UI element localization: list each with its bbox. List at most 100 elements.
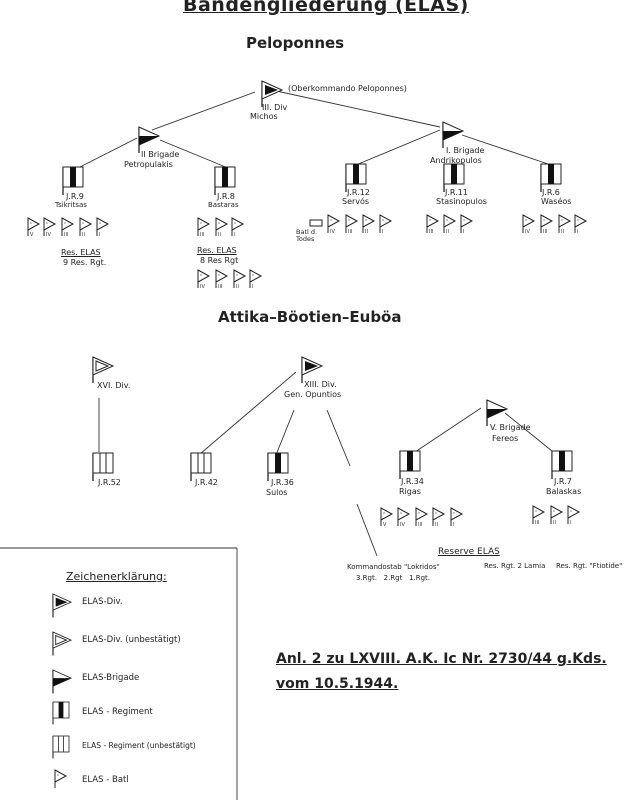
jr12-battalion-flag-icon xyxy=(327,214,341,233)
reserve-elas-heading: Reserve ELAS xyxy=(438,547,500,557)
jr8-battalion-flag-icon xyxy=(231,217,245,236)
jr36-label: J.R.36 xyxy=(271,478,294,487)
jr9-battalion-flag-icon xyxy=(43,217,57,236)
brigade-2-commander: Petropulakis xyxy=(124,160,173,169)
reserve8-battalion-numeral: IV xyxy=(200,284,205,290)
jr7-commander: Balaskas xyxy=(546,487,582,496)
jr7-battalion-flag-icon xyxy=(532,505,546,524)
jr8-battalion-numeral: III xyxy=(200,232,204,238)
jr12-battalion-flag-icon xyxy=(345,214,359,233)
jr12-battalion-numeral: II xyxy=(365,229,368,235)
legend-division-unconfirmed-icon xyxy=(52,631,73,656)
regiment-flag-icon xyxy=(540,163,562,192)
legend-item-div: ELAS-Div. xyxy=(82,597,123,607)
jr7-battalion-flag-icon xyxy=(567,505,581,524)
reserve-8-unit: 8 Res Rgt xyxy=(200,256,239,265)
brigade-1-commander: Andrikopulos xyxy=(430,156,482,165)
jr34-battalion-numeral: IV xyxy=(400,522,405,528)
connector-line xyxy=(414,407,482,453)
brigade-5-label: V. Brigade xyxy=(490,423,531,432)
reserve8-battalion-flag-icon xyxy=(197,269,211,288)
legend-title: Zeichenerklärung: xyxy=(66,570,167,583)
battalion-of-death-icon xyxy=(309,219,323,227)
regiment-flag-icon xyxy=(399,450,421,479)
jr11-battalion-numeral: I xyxy=(463,229,464,235)
jr34-battalion-numeral: I xyxy=(453,522,454,528)
division-unconfirmed-flag-icon xyxy=(92,356,115,383)
legend-item-regiment-unconfirmed: ELAS - Regiment (unbestätigt) xyxy=(82,741,196,750)
regiment-unconfirmed-flag-icon xyxy=(190,452,212,481)
legend-item-battalion: ELAS - Batl xyxy=(82,775,129,785)
jr12-battalion-numeral: IV xyxy=(330,229,335,235)
connector-line xyxy=(151,91,256,131)
div-3-commander: Michos xyxy=(250,112,278,121)
reserve8-battalion-numeral: I xyxy=(252,284,253,290)
div-16-label: XVI. Div. xyxy=(97,381,131,390)
jr6-battalion-numeral: I xyxy=(577,229,578,235)
jr9-label: J.R.9 xyxy=(66,192,84,201)
jr34-battalion-flag-icon xyxy=(397,507,411,526)
brigade-flag-icon xyxy=(138,126,161,153)
connector-line xyxy=(199,371,297,455)
jr9-commander: Tsikritsas xyxy=(55,201,87,209)
div-13-label: XIII. Div. xyxy=(304,380,337,389)
jr11-commander: Stasinopulos xyxy=(436,197,487,206)
jr6-battalion-flag-icon xyxy=(574,214,588,233)
jr8-commander: Bastaras xyxy=(208,201,239,209)
jr11-battalion-flag-icon xyxy=(426,214,440,233)
jr11-battalion-numeral: III xyxy=(429,229,433,235)
jr6-battalion-flag-icon xyxy=(540,214,554,233)
reference-line-2: vom 10.5.1944. xyxy=(276,676,399,692)
connector-line xyxy=(504,412,553,452)
jr12-battalion-numeral: III xyxy=(348,229,352,235)
connector-line xyxy=(461,134,552,166)
regiment-flag-icon xyxy=(345,163,367,192)
jr6-battalion-flag-icon xyxy=(522,214,536,233)
legend-item-brigade: ELAS-Brigade xyxy=(82,673,140,683)
jr6-battalion-numeral: IV xyxy=(525,229,530,235)
brigade-5-commander: Fereos xyxy=(492,434,519,443)
jr9-battalion-flag-icon xyxy=(79,217,93,236)
jr42-label: J.R.42 xyxy=(195,478,218,487)
jr12-label: J.R.12 xyxy=(347,188,370,197)
jr34-battalion-flag-icon xyxy=(432,507,446,526)
legend-item-regiment: ELAS - Regiment xyxy=(82,707,153,717)
document-title: Bandengliederung (ELAS) xyxy=(183,0,469,16)
jr34-commander: Rigas xyxy=(399,487,421,496)
jr34-battalion-numeral: II xyxy=(435,522,438,528)
legend-item-div-unconfirmed: ELAS-Div. (unbestätigt) xyxy=(82,635,181,645)
div-13-commander: Gen. Opuntios xyxy=(284,390,342,399)
jr34-battalion-flag-icon xyxy=(380,507,394,526)
legend-regiment-unconfirmed-icon xyxy=(52,735,70,759)
kommandostab-label: Kommandostab "Lokridos" xyxy=(347,563,440,571)
jr7-battalion-numeral: I xyxy=(570,520,571,526)
jr7-battalion-flag-icon xyxy=(550,505,564,524)
jr9-battalion-numeral: II xyxy=(82,232,85,238)
jr11-label: J.R.11 xyxy=(445,188,468,197)
division-flag-icon xyxy=(261,80,284,107)
jr36-commander: Sulos xyxy=(266,488,288,497)
kommandostab-units: 3.Rgt. 2.Rgt 1.Rgt. xyxy=(356,574,430,582)
reserve-ftiotide: Res. Rgt. "Ftiotide" xyxy=(556,562,623,570)
jr9-battalion-numeral: V xyxy=(30,232,34,238)
reserve-lamia: Res. Rgt. 2 Lamia xyxy=(484,562,546,570)
connector-line xyxy=(77,137,138,169)
jr8-battalion-flag-icon xyxy=(197,217,211,236)
jr6-battalion-flag-icon xyxy=(558,214,572,233)
section-heading-peloponnes: Peloponnes xyxy=(246,34,345,52)
legend-brigade-icon xyxy=(52,669,73,694)
div-3-label: III. Div xyxy=(262,103,288,112)
regiment-flag-icon xyxy=(551,450,573,479)
jr6-commander: Waséos xyxy=(541,197,572,206)
jr34-label: J.R.34 xyxy=(401,477,424,486)
jr34-battalion-numeral: V xyxy=(383,522,387,528)
jr6-battalion-numeral: III xyxy=(543,229,547,235)
connector-line xyxy=(271,89,441,128)
brigade-flag-icon xyxy=(442,121,465,148)
regiment-flag-icon xyxy=(62,166,84,195)
section-heading-attika: Attika–Böotien–Euböa xyxy=(218,308,402,326)
reserve-9-unit: 9 Res. Rgt. xyxy=(63,258,107,267)
jr12-commander: Servós xyxy=(342,197,370,206)
regiment-flag-icon xyxy=(214,166,236,195)
legend-regiment-icon xyxy=(52,701,70,725)
